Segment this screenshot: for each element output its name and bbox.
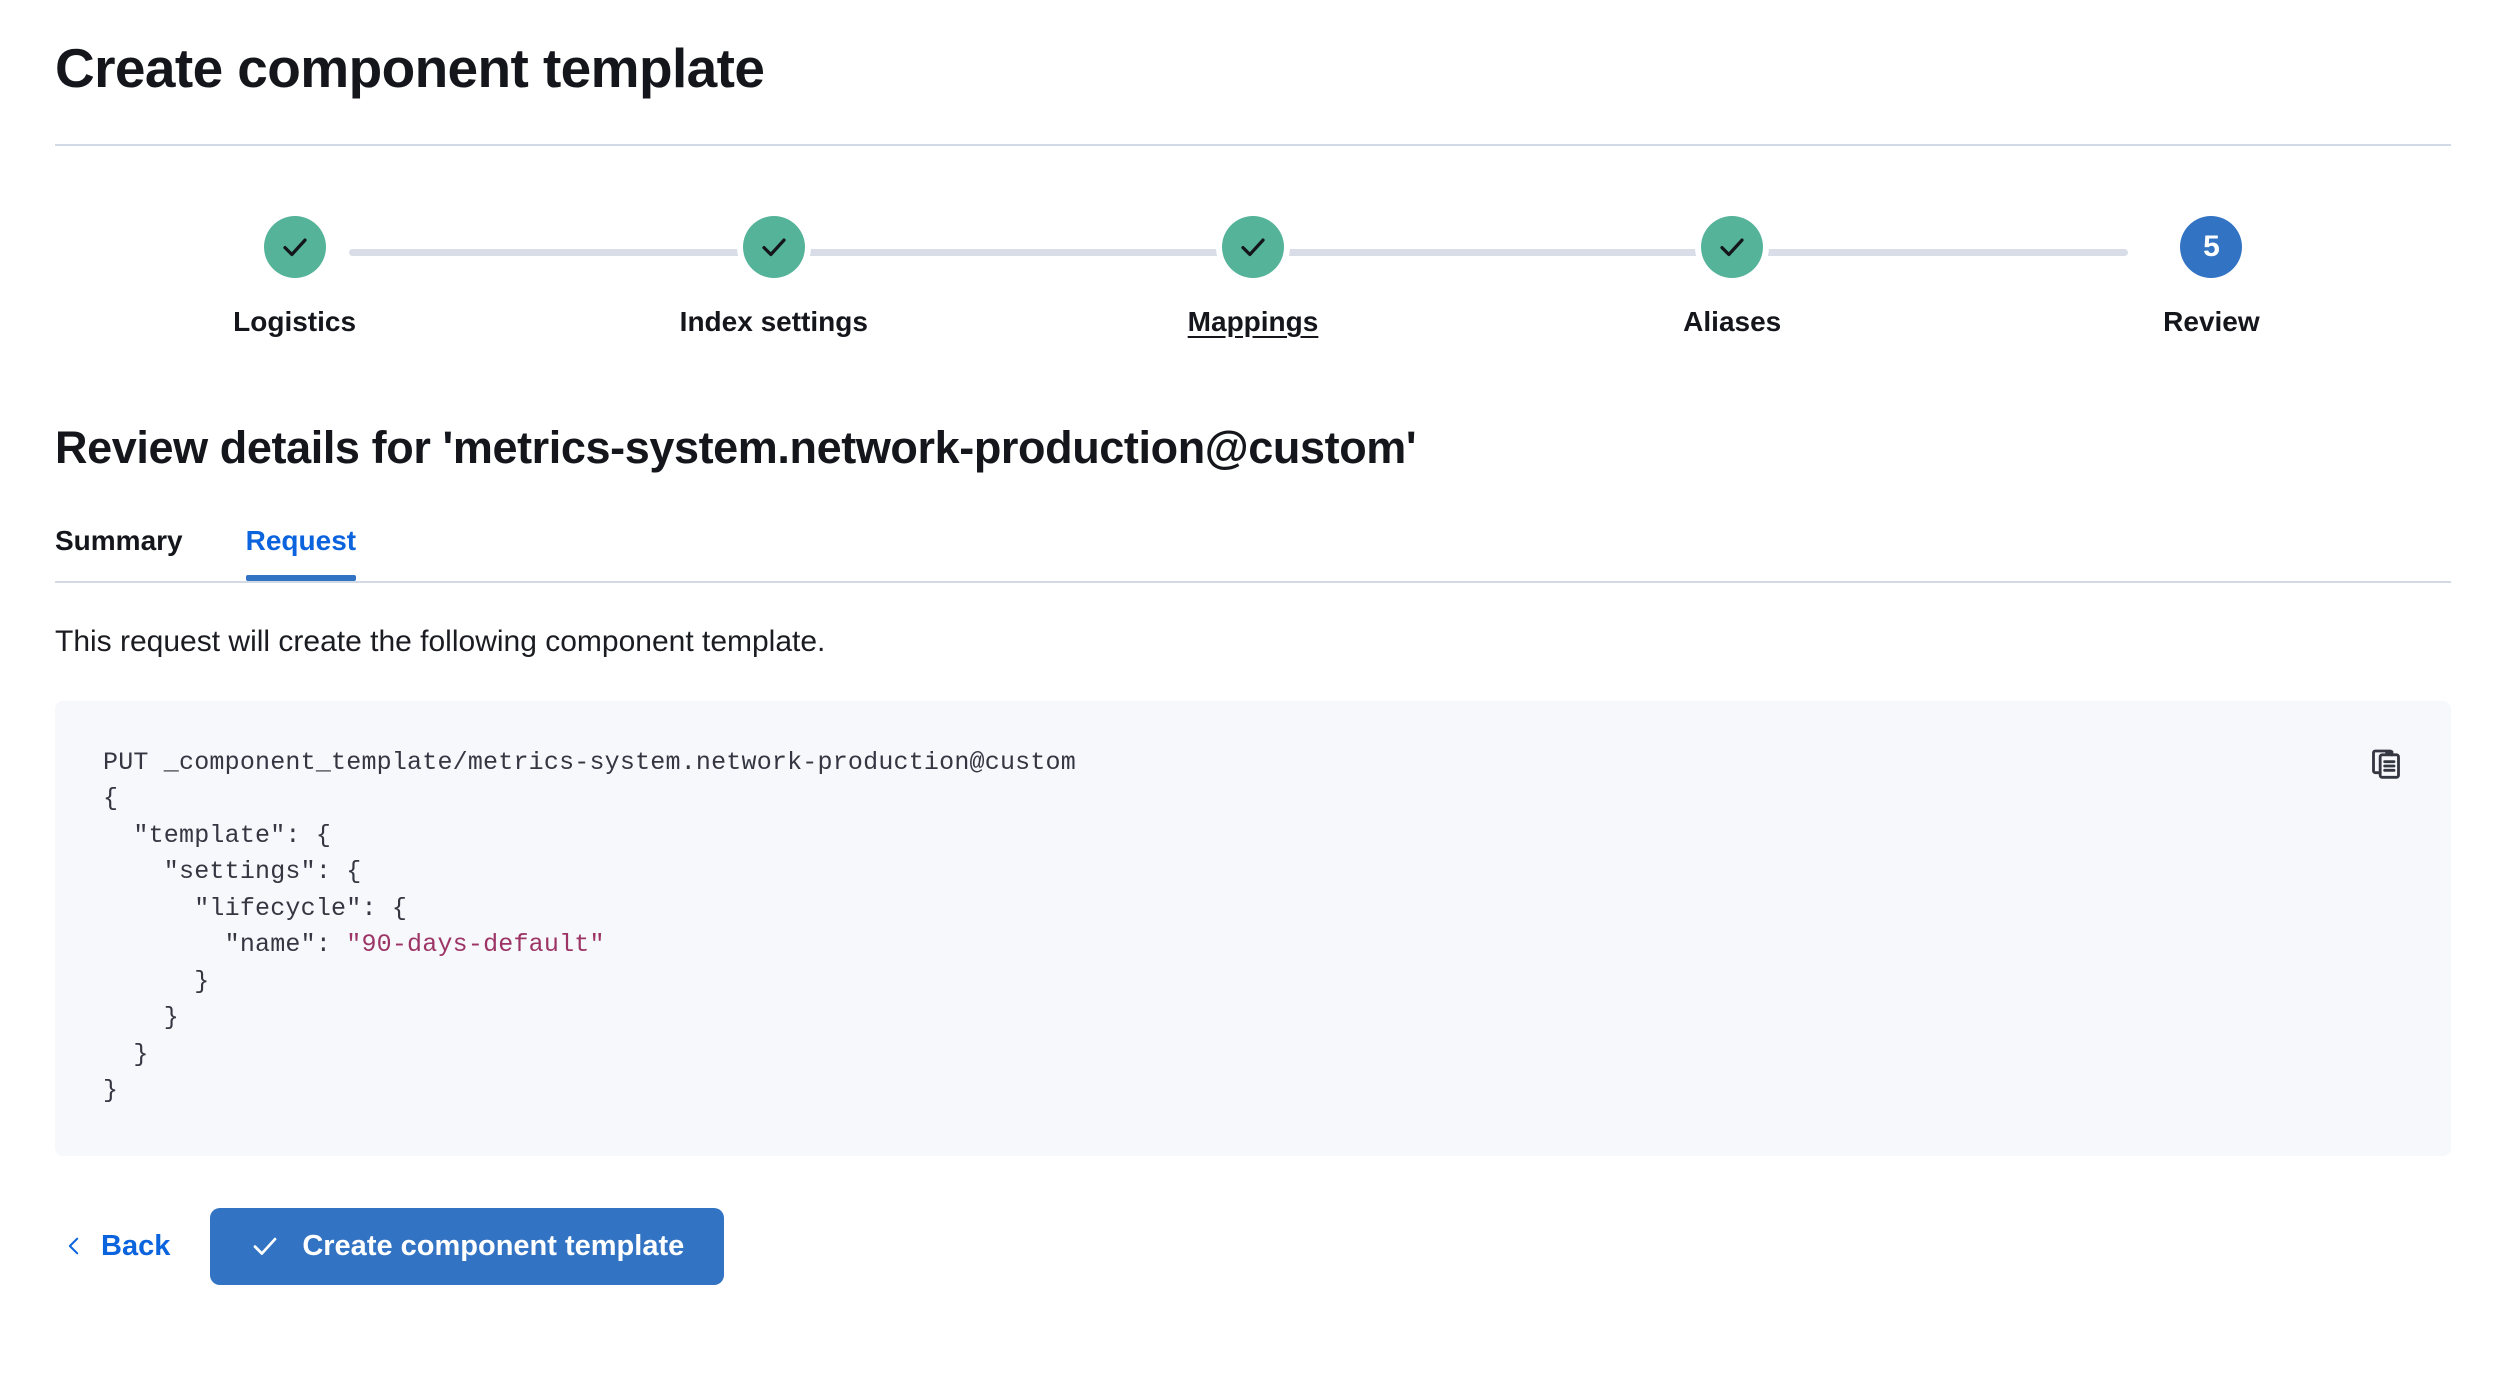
step-label-aliases: Aliases — [1683, 305, 1782, 337]
step-label-index-settings: Index settings — [679, 305, 868, 337]
code-line: "lifecycle": { — [103, 893, 408, 923]
step-label-review: Review — [2163, 305, 2260, 337]
step-circle-complete — [263, 215, 326, 278]
code-line: "settings": { — [103, 857, 362, 887]
tabs-divider — [55, 580, 2451, 583]
code-line-name-key: "name": "90-days-default" — [103, 930, 605, 960]
title-divider — [55, 143, 2451, 146]
create-component-template-button[interactable]: Create component template — [210, 1207, 725, 1285]
code-line: "template": { — [103, 820, 332, 850]
check-icon — [762, 238, 786, 256]
code-line: } — [103, 1039, 149, 1069]
step-review[interactable]: 5 Review — [1972, 215, 2451, 338]
code-line: } — [103, 1003, 180, 1033]
step-index-settings[interactable]: Index settings — [534, 215, 1013, 338]
review-heading: Review details for 'metrics-system.netwo… — [55, 421, 1417, 473]
back-button[interactable]: Back — [55, 1220, 178, 1273]
request-code: PUT _component_template/metrics-system.n… — [103, 745, 2403, 1110]
step-circle-complete — [742, 215, 805, 278]
wizard-actions: Back Create component template — [55, 1207, 2451, 1285]
stepper-steps: Logistics Index settings Mappings Aliase… — [55, 215, 2451, 338]
tab-request[interactable]: Request — [245, 525, 357, 581]
step-circle-current: 5 — [2180, 215, 2243, 278]
code-line: } — [103, 1076, 119, 1106]
wizard-stepper: Logistics Index settings Mappings Aliase… — [55, 215, 2451, 361]
back-button-label: Back — [101, 1229, 171, 1262]
step-logistics[interactable]: Logistics — [55, 215, 534, 338]
request-description: This request will create the following c… — [55, 624, 826, 658]
step-aliases[interactable]: Aliases — [1493, 215, 1972, 338]
step-label-logistics: Logistics — [233, 305, 357, 337]
review-tabs: Summary Request — [55, 525, 2451, 581]
request-code-block: PUT _component_template/metrics-system.n… — [55, 700, 2451, 1156]
code-string-value: "90-days-default" — [346, 930, 605, 960]
tab-summary[interactable]: Summary — [55, 525, 183, 581]
code-line: } — [103, 966, 210, 996]
chevron-left-icon — [68, 1237, 79, 1255]
copy-to-clipboard-button[interactable] — [2363, 741, 2409, 787]
create-button-label: Create component template — [302, 1229, 685, 1262]
code-line: { — [103, 784, 119, 814]
step-mappings[interactable]: Mappings — [1013, 215, 1492, 338]
step-number: 5 — [2203, 229, 2220, 263]
check-icon — [1241, 238, 1265, 256]
clipboard-copy-icon — [2372, 749, 2400, 779]
check-icon — [1720, 238, 1744, 256]
check-icon — [253, 1237, 277, 1255]
step-circle-complete — [1222, 215, 1284, 278]
check-icon — [282, 238, 307, 256]
code-line: PUT _component_template/metrics-system.n… — [103, 747, 1076, 777]
page-title: Create component template — [55, 37, 765, 99]
step-label-mappings: Mappings — [1187, 305, 1319, 337]
step-circle-complete — [1701, 215, 1764, 278]
